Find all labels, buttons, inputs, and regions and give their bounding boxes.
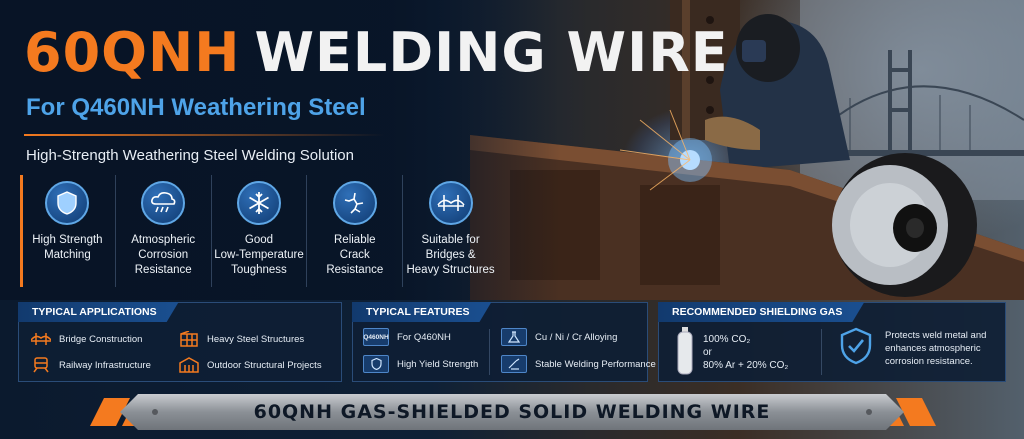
building-icon bbox=[179, 357, 199, 373]
subtitle: For Q460NH Weathering Steel bbox=[26, 94, 366, 121]
shield-check-icon bbox=[839, 327, 873, 370]
panel-title: TYPICAL FEATURES bbox=[352, 302, 491, 322]
tagline: High-Strength Weathering Steel Welding S… bbox=[26, 147, 354, 164]
wire-spool-image bbox=[832, 153, 977, 297]
list-item: Bridge Construction bbox=[31, 331, 142, 347]
divider bbox=[489, 329, 490, 375]
gas-cylinder-icon bbox=[675, 327, 695, 380]
bridge-icon bbox=[428, 181, 473, 225]
cloud-rain-icon bbox=[141, 181, 186, 225]
bolt-icon bbox=[152, 409, 158, 415]
shield-icon bbox=[45, 181, 90, 225]
list-item: Outdoor Structural Projects bbox=[179, 357, 322, 373]
steel-structure-icon bbox=[179, 331, 199, 347]
bridge-icon bbox=[31, 331, 51, 347]
title-shade bbox=[0, 0, 560, 300]
product-banner: 60QNH GAS-SHIELDED SOLID WELDING WIRE bbox=[120, 394, 904, 430]
q460nh-badge: Q460NH bbox=[363, 328, 389, 346]
list-item: Heavy Steel Structures bbox=[179, 331, 304, 347]
flask-icon bbox=[501, 328, 527, 346]
orange-divider bbox=[24, 134, 384, 136]
gas-note: Protects weld metal and enhances atmosph… bbox=[885, 330, 987, 367]
divider bbox=[821, 329, 822, 375]
gas-options: 100% CO₂ or 80% Ar + 20% CO₂ bbox=[703, 334, 789, 371]
list-item: Cu / Ni / Cr Alloying bbox=[501, 328, 617, 346]
title-rest: WELDING WIRE bbox=[254, 21, 729, 84]
welding-scene-illustration bbox=[470, 0, 1024, 300]
list-item: Stable Welding Performance bbox=[501, 355, 656, 373]
list-item: Railway Infrastructure bbox=[31, 357, 151, 373]
snowflake-icon bbox=[236, 181, 281, 225]
train-icon bbox=[31, 357, 51, 373]
welding-torch-icon bbox=[501, 355, 527, 373]
typical-features-panel: TYPICAL FEATURES Q460NH For Q460NH Cu / … bbox=[352, 302, 656, 382]
banner-text: 60QNH GAS-SHIELDED SOLID WELDING WIRE bbox=[253, 401, 771, 423]
title-accent: 60QNH bbox=[24, 21, 241, 84]
crack-icon bbox=[332, 181, 377, 225]
typical-applications-panel: TYPICAL APPLICATIONS Bridge Construction… bbox=[18, 302, 342, 382]
list-item: High Yield Strength bbox=[363, 355, 478, 373]
shielding-gas-panel: RECOMMENDED SHIELDING GAS 100% CO₂ or 80… bbox=[658, 302, 1006, 382]
panel-title: TYPICAL APPLICATIONS bbox=[18, 302, 179, 322]
bolt-icon bbox=[866, 409, 872, 415]
shield-icon bbox=[363, 355, 389, 373]
panel-title: RECOMMENDED SHIELDING GAS bbox=[658, 302, 864, 322]
list-item: Q460NH For Q460NH bbox=[363, 328, 451, 346]
